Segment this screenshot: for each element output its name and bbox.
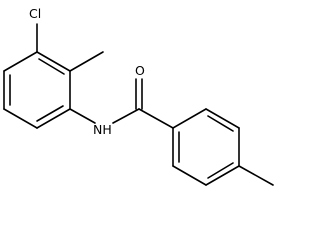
bond [3,108,38,129]
amide-nitrogen-label: NH [93,122,112,137]
chloro-methyl-phenyl-ring [3,51,71,129]
aromatic-double-bond [36,105,64,122]
aromatic-double-bond [38,58,65,75]
bond [36,108,71,129]
bond [205,165,240,186]
methyl-bond [69,51,104,72]
aromatic-double-bond [207,115,234,132]
bond [36,51,71,72]
chlorine-atom-label: Cl [29,6,41,21]
molecule-diagram: Cl NH O [3,6,274,186]
bond [3,51,38,72]
bond [172,108,207,129]
bond [205,108,240,129]
c-aryl-bond [138,108,174,129]
carbonyl-oxygen-label: O [135,63,145,78]
n-c-bond [112,108,140,124]
para-methyl-bond [238,165,274,186]
methyl-phenyl-ring [172,108,240,186]
c-n-bond [69,108,96,124]
bond [172,165,207,186]
aromatic-double-bond [207,162,234,179]
structure-svg: Cl NH O [3,6,274,186]
